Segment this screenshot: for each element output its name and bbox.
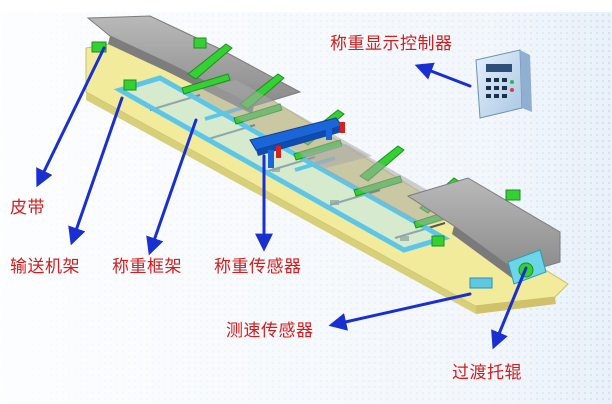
belt-right xyxy=(406,177,561,284)
arrow-belt xyxy=(36,46,106,188)
weigh-frame xyxy=(113,75,451,253)
label-weigh-frame: 称重框架 xyxy=(112,257,182,277)
arrow-weigh-frame xyxy=(146,118,198,256)
label-speed-sensor: 测速传感器 xyxy=(226,321,314,341)
label-transition-idler: 过渡托辊 xyxy=(452,363,522,383)
callout-arrows xyxy=(36,46,528,350)
controller-box xyxy=(475,49,532,119)
load-cell-crossbar xyxy=(249,117,345,168)
label-load-cell: 称重传感器 xyxy=(214,257,302,277)
end-brackets xyxy=(91,37,521,247)
arrow-conveyor-frame xyxy=(68,96,124,246)
label-conveyor-frame: 输送机架 xyxy=(10,257,80,277)
arrow-controller xyxy=(414,62,472,88)
arrow-transition-idler xyxy=(491,266,528,350)
arrow-speed-sensor xyxy=(328,292,472,331)
label-controller: 称重显示控制器 xyxy=(330,34,453,54)
label-belt: 皮带 xyxy=(10,198,45,218)
